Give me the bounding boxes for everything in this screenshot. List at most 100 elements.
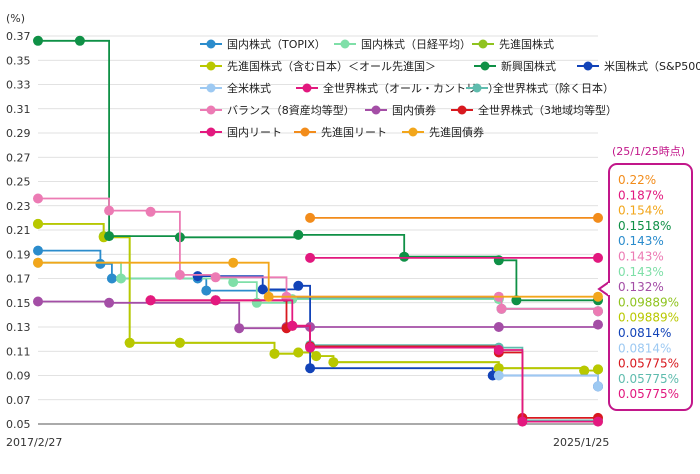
callout-value: 0.132% — [618, 280, 664, 294]
data-point — [493, 345, 504, 355]
series-line — [33, 35, 603, 306]
callout-value: 0.0814% — [618, 326, 671, 340]
series-path — [38, 223, 599, 372]
legend-swatch-marker — [478, 39, 488, 49]
y-tick-label: 0.09 — [6, 370, 31, 383]
callout-value: 0.143% — [618, 265, 664, 279]
legend-swatch-marker — [472, 83, 482, 93]
data-point — [192, 271, 203, 282]
data-point — [251, 297, 262, 308]
y-tick-label: 0.35 — [6, 54, 31, 67]
data-point — [145, 295, 156, 306]
legend-label: 国内株式（日経平均） — [361, 37, 471, 51]
y-tick-label: 0.07 — [6, 394, 31, 407]
series-path — [150, 299, 598, 423]
legend-item: 先進国債券 — [402, 125, 484, 139]
legend-label: 新興国株式 — [501, 59, 556, 73]
data-point — [493, 363, 504, 374]
data-point — [124, 337, 135, 348]
legend-item: バランス（8資産均等型） — [200, 103, 355, 117]
legend-swatch-marker — [408, 127, 418, 137]
y-tick-label: 0.37 — [6, 30, 31, 43]
legend-swatch-marker — [206, 83, 216, 93]
data-point — [593, 364, 603, 375]
y-tick-label: 0.11 — [6, 345, 31, 358]
y-tick-label: 0.33 — [6, 79, 31, 92]
legend-label: 先進国リート — [321, 126, 387, 139]
data-point — [95, 258, 106, 269]
data-point — [496, 303, 507, 314]
x-end-label: 2025/1/25 — [553, 436, 609, 449]
data-point — [593, 381, 603, 392]
y-tick-label: 0.25 — [6, 176, 31, 189]
callout-value: 0.22% — [618, 173, 656, 187]
y-tick-label: 0.23 — [6, 200, 31, 213]
legend-swatch-marker — [206, 39, 216, 49]
data-point — [116, 273, 126, 284]
data-point — [210, 295, 221, 306]
data-point — [305, 212, 316, 223]
legend-item: 先進国リート — [294, 126, 387, 139]
data-point — [305, 363, 316, 374]
series-path — [38, 39, 598, 302]
data-point — [74, 35, 85, 46]
legend-item: 新興国株式 — [474, 59, 556, 73]
data-point — [287, 320, 298, 331]
data-point — [228, 257, 239, 268]
legend-swatch-marker — [302, 83, 312, 93]
legend-label: 国内債券 — [392, 103, 436, 117]
callout-value: 0.05775% — [618, 372, 679, 386]
data-point — [305, 252, 316, 263]
legend-label: 全世界株式（オール・カントリー） — [323, 81, 499, 95]
legend-item: 全米株式 — [200, 81, 271, 95]
data-point — [104, 205, 115, 216]
data-point — [593, 252, 603, 263]
legend-item: 国内リート — [200, 125, 282, 139]
legend-label: 先進国株式（含む日本）＜オール先進国＞ — [227, 59, 436, 73]
y-tick-label: 0.15 — [6, 297, 31, 310]
data-point — [311, 351, 322, 362]
y-tick-label: 0.05 — [6, 418, 31, 431]
data-point — [593, 291, 603, 302]
legend-item: 先進国株式（含む日本）＜オール先進国＞ — [200, 59, 436, 73]
data-point — [293, 347, 304, 358]
callout-value: 0.154% — [618, 204, 664, 218]
legend: 国内株式（TOPIX）国内株式（日経平均）先進国株式先進国株式（含む日本）＜オー… — [200, 37, 700, 139]
data-point — [399, 251, 410, 262]
data-point — [493, 255, 504, 266]
series-line — [305, 252, 603, 263]
data-point — [328, 357, 339, 368]
y-tick-label: 0.21 — [6, 224, 31, 237]
legend-swatch-marker — [480, 61, 490, 71]
data-point — [33, 35, 43, 46]
legend-swatch-marker — [371, 105, 381, 115]
data-point — [228, 277, 239, 288]
data-point — [269, 348, 280, 359]
legend-label: 全世界株式（3地域均等型） — [478, 103, 617, 117]
legend-swatch-marker — [340, 39, 350, 49]
series-line — [145, 295, 603, 423]
data-point — [33, 257, 43, 268]
series-path — [498, 374, 599, 387]
callout-value: 0.1518% — [618, 219, 671, 233]
series-line — [305, 212, 603, 223]
data-point — [145, 206, 156, 217]
data-point — [579, 365, 590, 376]
legend-swatch-marker — [457, 105, 467, 115]
callout-value: 0.143% — [618, 250, 664, 264]
callout-title: (25/1/25時点) — [612, 145, 685, 158]
data-point — [257, 284, 268, 295]
data-point — [104, 231, 115, 242]
callout-value: 0.09889% — [618, 311, 679, 325]
legend-label: 国内リート — [227, 125, 282, 139]
legend-item: 国内株式（日経平均） — [334, 37, 471, 51]
callout-value: 0.187% — [618, 188, 664, 202]
callout-value: 0.0814% — [618, 341, 671, 355]
series-line — [33, 257, 603, 317]
legend-label: 米国株式（S&P500） — [604, 59, 700, 73]
data-point — [33, 193, 43, 204]
data-point — [517, 416, 528, 427]
series-line — [145, 295, 603, 427]
